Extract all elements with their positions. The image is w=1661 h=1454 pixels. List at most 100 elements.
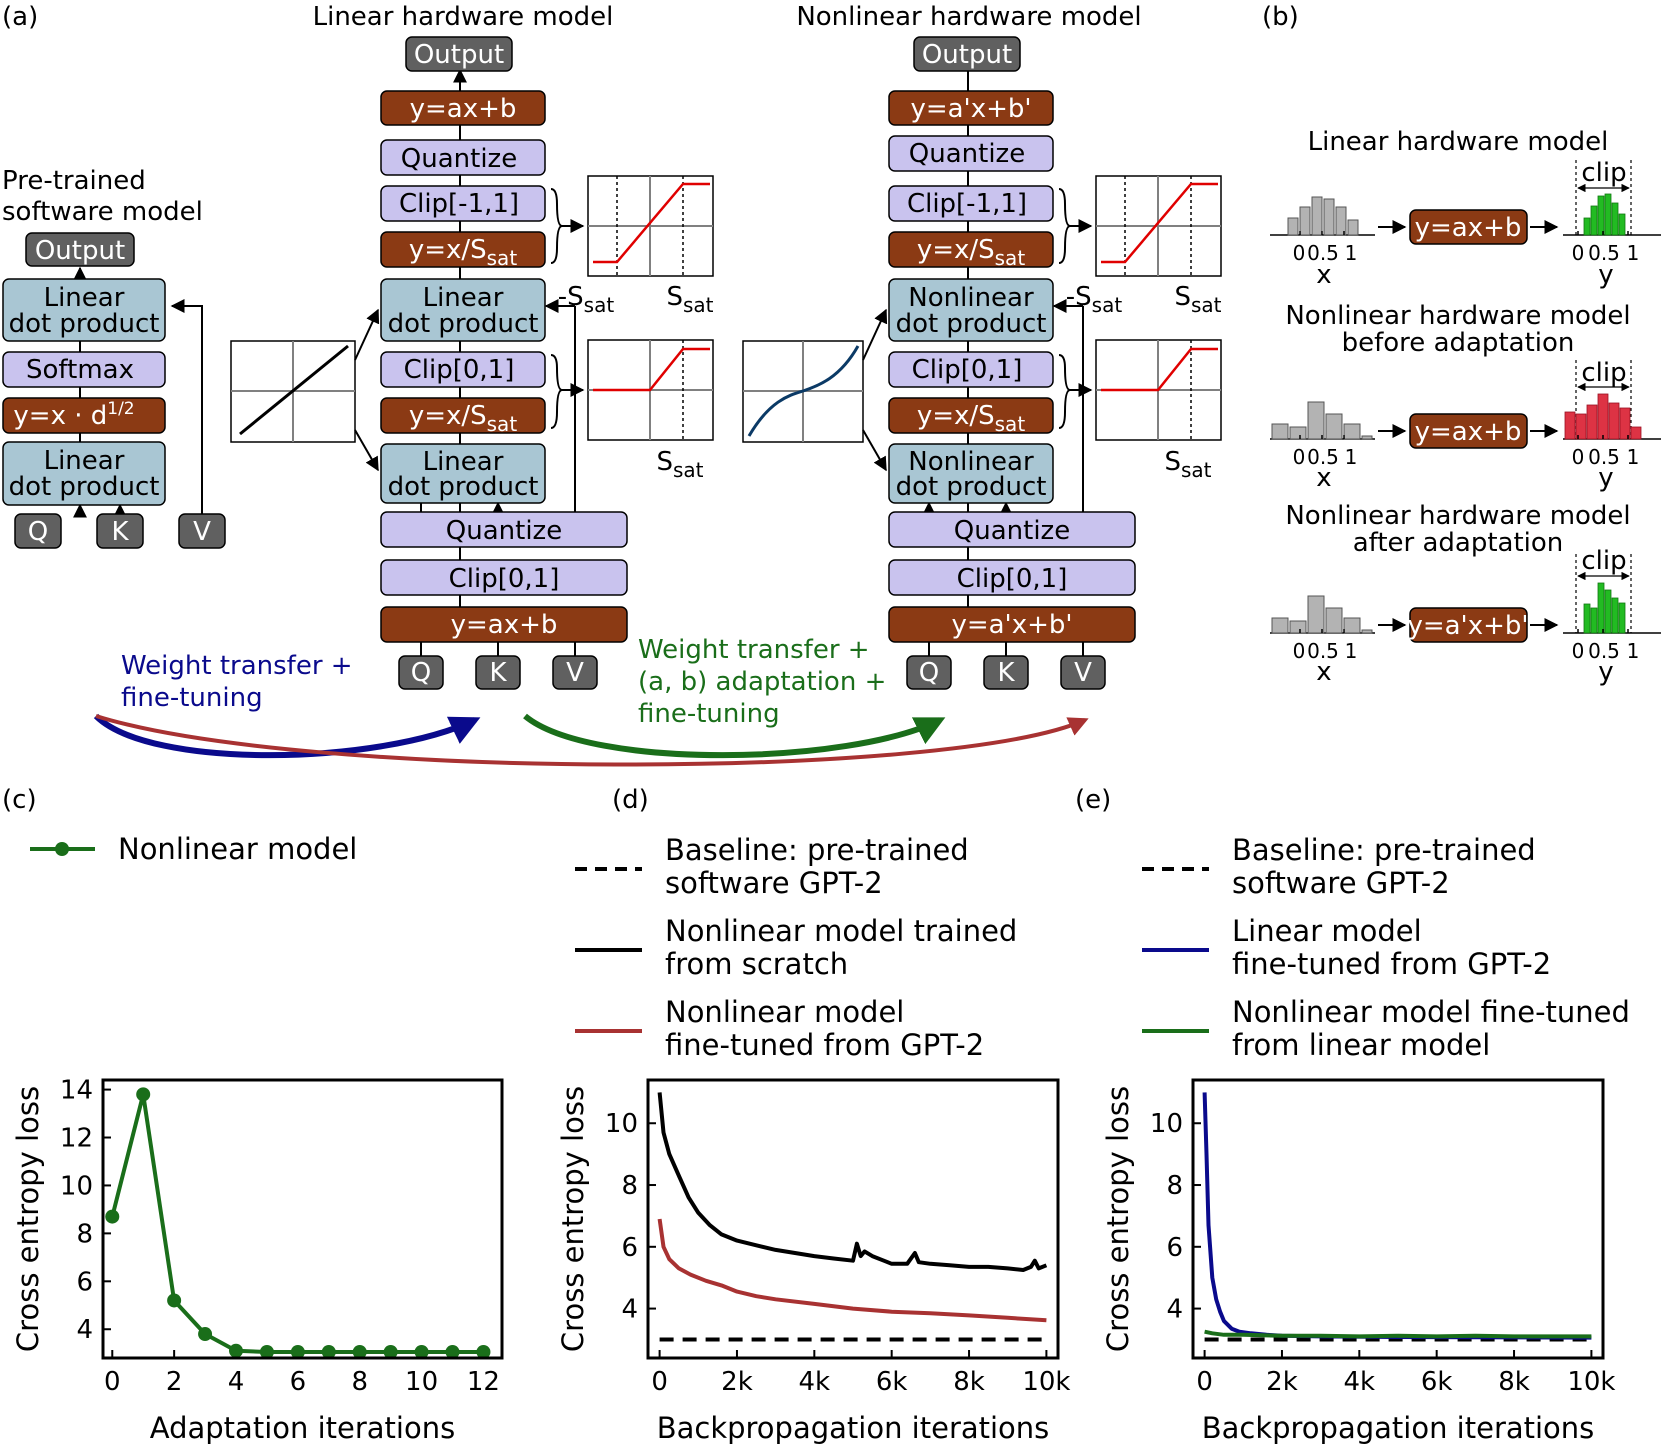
row3-y-tick-0: 0 [1572, 639, 1585, 663]
row3-x-tick-0: 0 [1293, 639, 1306, 663]
green-arrow-label-line2: (a, b) adaptation + [638, 667, 886, 697]
pretrained-linear-dot-top-line1: Linear [44, 283, 125, 313]
linear-dot-top-line2: dot product [388, 309, 539, 339]
pretrained-title-line1: Pre-trained [2, 166, 146, 196]
data-point [445, 1345, 460, 1360]
x-tick-label: 8k [1498, 1367, 1530, 1397]
x-tick-label: 10k [1567, 1367, 1615, 1397]
x-tick-label: 12 [467, 1367, 500, 1397]
nonlinear-clip01-in-box: Clip[0,1] [957, 564, 1068, 594]
linear-clip01-in-box: Clip[0,1] [449, 564, 560, 594]
panel-b-title3-line1: Nonlinear hardware model [1285, 501, 1630, 531]
y-axis-label: Cross entropy loss [556, 1086, 590, 1352]
data-point [105, 1209, 120, 1224]
x-tick-label: 10k [1022, 1367, 1070, 1397]
pretrained-linear-dot-bottom-line1: Linear [44, 446, 125, 476]
y-tick-label: 12 [60, 1124, 93, 1154]
linear-dot-bottom-line2: dot product [388, 472, 539, 502]
series-line [1202, 1092, 1592, 1340]
row2-x-tick-05: 0.5 [1307, 445, 1339, 469]
pretrained-linear-dot-top-line2: dot product [9, 309, 160, 339]
x-tick-label: 2 [166, 1367, 183, 1397]
linear-div-top-box: y=x/Ssat [409, 235, 518, 270]
pretrained-scale-box: y=x · d1/2 [13, 399, 134, 431]
linear-output-box: Output [414, 40, 504, 70]
y-tick-label: 10 [605, 1109, 638, 1139]
nonlinear-v-box: V [1074, 658, 1092, 688]
y-axis-label: Cross entropy loss [1101, 1086, 1135, 1352]
row2-y-tick-1: 1 [1627, 445, 1640, 469]
plot-frame [646, 1078, 1060, 1360]
row1-x-tick-05: 0.5 [1307, 241, 1339, 265]
legend-d-item-1-line2: from scratch [665, 947, 848, 981]
x-tick-label: 8 [351, 1367, 368, 1397]
linear-k-box: K [489, 658, 507, 688]
y-tick-label: 6 [76, 1267, 93, 1297]
row1-y-tick-05: 0.5 [1588, 241, 1620, 265]
transfer-arrows: Weight transfer + fine-tuning Weight tra… [93, 635, 1089, 767]
x-tick-label: 0 [651, 1367, 668, 1397]
y-tick-label: 10 [60, 1171, 93, 1201]
legend-d-item-0-line2: software GPT-2 [665, 866, 883, 900]
data-point [198, 1327, 213, 1342]
nonlinear-k-box: K [997, 658, 1015, 688]
row3-x-tick-05: 0.5 [1307, 639, 1339, 663]
linear-affine-out-box: y=ax+b [410, 94, 517, 124]
legend-e-item-1-line1: Linear model [1232, 914, 1422, 948]
legend-e-item-2-line2: from linear model [1232, 1028, 1490, 1062]
x-tick-label: 6k [1421, 1367, 1453, 1397]
legend-d-item-0-line1: Baseline: pre-trained [665, 833, 969, 867]
nonlinear-div-top-box: y=x/Ssat [917, 235, 1026, 270]
linear-quantize-out-box: Quantize [401, 144, 517, 174]
nonlinear-dot-top-line1: Nonlinear [908, 283, 1034, 313]
nonlinear-quantize-in-box: Quantize [954, 516, 1070, 546]
x-axis-label: Backpropagation iterations [657, 1411, 1050, 1445]
row2-y-tick-0: 0 [1572, 445, 1585, 469]
y-tick-label: 4 [76, 1315, 93, 1345]
nonlinear-dot-bottom-line1: Nonlinear [908, 447, 1034, 477]
linear-dot-bottom-line1: Linear [423, 447, 504, 477]
x-tick-label: 2k [721, 1367, 753, 1397]
x-tick-label: 8k [953, 1367, 985, 1397]
row2-clip-label: clip [1581, 358, 1626, 388]
y-tick-label: 6 [1166, 1233, 1183, 1263]
row1-y-tick-0: 0 [1572, 241, 1585, 265]
plot-frame [1191, 1078, 1605, 1360]
data-point [290, 1345, 305, 1360]
x-tick-label: 4k [799, 1367, 831, 1397]
row1-x-tick-0: 0 [1293, 241, 1306, 265]
y-tick-label: 4 [1166, 1295, 1183, 1325]
nonlinear-pos-ssat-label-bottom: Ssat [1164, 447, 1211, 482]
series-line [1204, 1329, 1592, 1339]
linear-v-box: V [566, 658, 584, 688]
data-point [414, 1345, 429, 1360]
row3-y-tick-1: 1 [1627, 639, 1640, 663]
panel-b-title1: Linear hardware model [1308, 127, 1609, 157]
legend-e-item-2-line1: Nonlinear model fine-tuned [1232, 995, 1630, 1029]
row2-x-tick-1: 1 [1345, 445, 1358, 469]
legend-d-item-1-line1: Nonlinear model trained [665, 914, 1017, 948]
nonlinear-clip01-top-box: Clip[0,1] [912, 355, 1023, 385]
nonlinear-affine-in-box: y=a'x+b' [951, 610, 1072, 640]
green-arrow-label-line3: fine-tuning [638, 699, 780, 729]
legend-c-item-0: Nonlinear model [118, 832, 357, 866]
linear-neg-ssat-label: -Ssat [558, 282, 615, 317]
data-point [167, 1293, 182, 1308]
x-tick-label: 2k [1266, 1367, 1298, 1397]
linear-pos-ssat-label-top: Ssat [666, 282, 713, 317]
linear-q-box: Q [411, 658, 431, 688]
data-point [383, 1345, 398, 1360]
row2-y-label: y [1598, 463, 1613, 493]
pretrained-linear-dot-bottom-line2: dot product [9, 472, 160, 502]
nonlinear-neg-ssat-label: -Ssat [1066, 282, 1123, 317]
legend-c: Nonlinear model [30, 832, 357, 866]
panel-b-diagram: Linear hardware model Nonlinear hardware… [1270, 127, 1661, 687]
panel-label-e: (e) [1075, 785, 1111, 815]
nonlinear-dot-bottom-line2: dot product [896, 472, 1047, 502]
y-tick-label: 14 [60, 1076, 93, 1106]
x-tick-label: 6k [876, 1367, 908, 1397]
y-tick-label: 10 [1150, 1109, 1183, 1139]
pretrained-k-box: K [111, 517, 129, 547]
x-tick-label: 10 [405, 1367, 438, 1397]
